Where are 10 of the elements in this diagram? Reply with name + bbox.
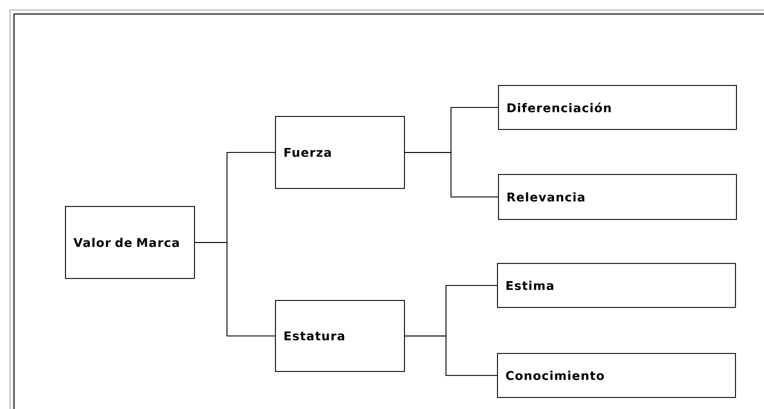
connector bbox=[194, 242, 276, 336]
box: Estatura bbox=[275, 300, 405, 372]
box: Fuerza bbox=[275, 116, 405, 189]
connector bbox=[404, 335, 498, 376]
box: Relevancia bbox=[498, 174, 737, 220]
connector bbox=[404, 152, 498, 198]
box: Valor de Marca bbox=[65, 206, 195, 279]
box: Diferenciación bbox=[498, 85, 737, 130]
box: Estima bbox=[497, 262, 736, 308]
box: Conocimiento bbox=[497, 352, 736, 398]
